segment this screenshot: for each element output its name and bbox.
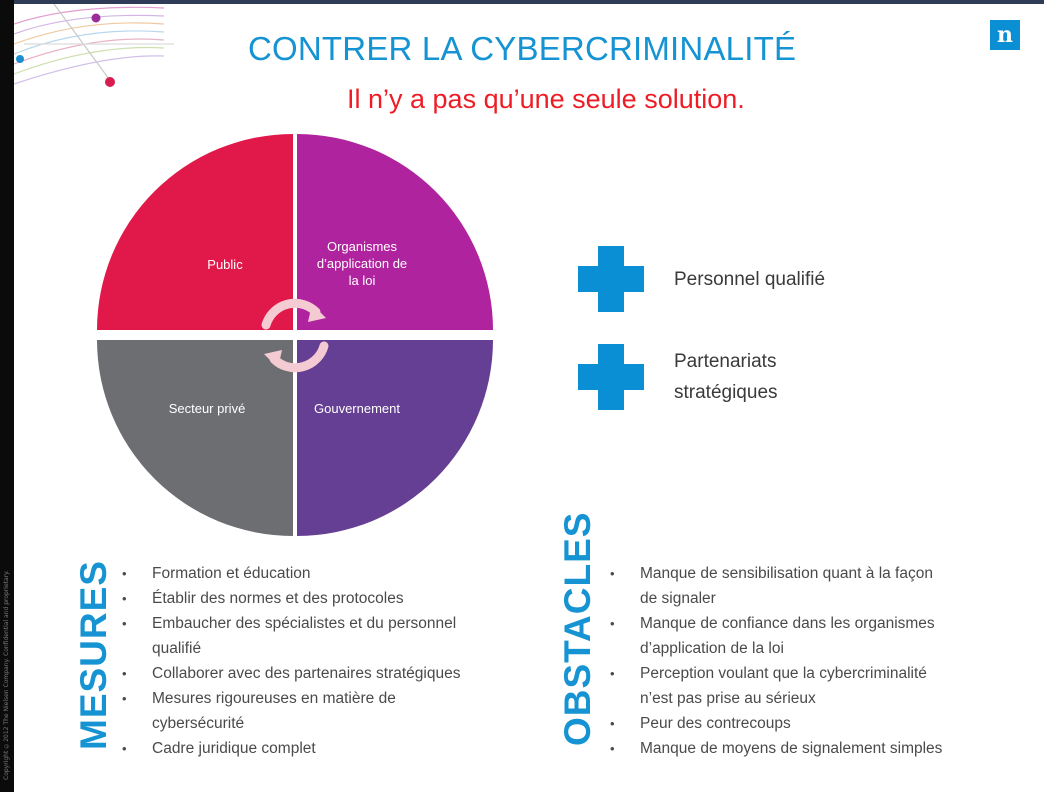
quadrant-label-private-sector: Secteur privé (168, 401, 246, 416)
list-item-text: Peur des contrecoups (640, 715, 791, 732)
list-item: Peur des contrecoups (606, 711, 1038, 736)
quadrant-government (297, 340, 493, 536)
cycle-arrowhead (308, 304, 326, 322)
list-item: Formation et éducation (118, 561, 558, 586)
logo-letter: n (997, 22, 1013, 48)
plus-icon (578, 344, 644, 410)
quadrant-label-government: Gouvernement (314, 401, 400, 416)
addition-label: Partenariats stratégiques (674, 346, 914, 408)
cycle-arrowhead (264, 350, 282, 368)
slide-subtitle: Il n’y a pas qu’une seule solution. (347, 84, 745, 114)
quadrant-label-line: Organismes (326, 239, 398, 254)
addition-item: Partenariats stratégiques (578, 344, 914, 410)
mesures-heading: MESURES (73, 560, 114, 750)
list-item-text: Formation et éducation (152, 565, 311, 582)
addition-item: Personnel qualifié (578, 246, 914, 312)
obstacles-list: Manque de sensibilisation quant à la faç… (606, 561, 1038, 761)
decorative-dot (16, 55, 24, 63)
list-item: Manque de moyens de signalement simples (606, 736, 1038, 761)
list-item-text: Embaucher des spécialistes et du personn… (152, 615, 457, 632)
list-item-text: Manque de moyens de signalement simples (640, 740, 943, 757)
list-item-text: n’est pas prise au sérieux (640, 690, 816, 707)
list-item-text: cybersécurité (152, 715, 245, 732)
obstacles-heading: OBSTACLES (557, 511, 598, 746)
circular-arrows-icon (261, 298, 329, 373)
list-item: Mesures rigoureuses en matière de cybersé… (118, 686, 558, 736)
quadrant-circle (97, 134, 493, 536)
plus-icon (578, 246, 644, 312)
list-item-text: Collaborer avec des partenaires stratégi… (152, 665, 461, 682)
decorative-dot (105, 77, 115, 87)
list-item-text: d’application de la loi (640, 640, 784, 657)
list-item-text: Mesures rigoureuses en matière de (152, 690, 396, 707)
quadrant-label-law-enforcement: Organismes d’application de la loi (302, 238, 422, 289)
left-sidebar-strip: Copyright ©2012 The Nielsen Company. Con… (0, 0, 14, 792)
list-item-text: Perception voulant que la cybercriminali… (640, 665, 927, 682)
quadrant-law-enforcement (297, 134, 493, 330)
mesures-list: Formation et éducation Établir des norme… (118, 561, 558, 761)
nielsen-logo: n (990, 20, 1020, 50)
list-item: Collaborer avec des partenaires stratégi… (118, 661, 558, 686)
quadrant-label-line: d’application de (316, 256, 408, 271)
addition-label-line: Personnel qualifié (674, 268, 826, 290)
list-item: Perception voulant que la cybercriminali… (606, 661, 1038, 711)
list-item: Manque de sensibilisation quant à la faç… (606, 561, 1038, 611)
stakeholder-cycle-diagram: Public Organismes d’application de la lo… (90, 132, 500, 540)
addition-label: Personnel qualifié (674, 264, 914, 295)
list-item-text: Cadre juridique complet (152, 740, 316, 757)
list-item-text: de signaler (640, 590, 716, 607)
addition-label-line: Partenariats (674, 351, 777, 372)
decorative-arcs (14, 4, 174, 87)
quadrant-label-line: la loi (348, 273, 376, 288)
quadrant-public (97, 134, 293, 330)
quadrant-label-public: Public (207, 257, 243, 272)
copyright-notice: Copyright ©2012 The Nielsen Company. Con… (3, 570, 10, 780)
list-item: Établir des normes et des protocoles (118, 586, 558, 611)
decorative-dot (91, 13, 101, 23)
list-item: Manque de confiance dans les organismes d… (606, 611, 1038, 661)
list-item-text: Établir des normes et des protocoles (152, 590, 404, 607)
list-item: Cadre juridique complet (118, 736, 558, 761)
slide-title: CONTRER LA CYBERCRIMINALITÉ (248, 30, 797, 67)
quadrant-private-sector (97, 340, 293, 536)
addition-label-line: stratégiques (674, 382, 778, 403)
list-item-text: qualifié (152, 640, 202, 657)
list-item-text: Manque de sensibilisation quant à la faç… (640, 565, 933, 582)
top-border (14, 0, 1044, 4)
list-item: Embaucher des spécialistes et du personn… (118, 611, 558, 661)
list-item-text: Manque de confiance dans les organismes (640, 615, 935, 632)
